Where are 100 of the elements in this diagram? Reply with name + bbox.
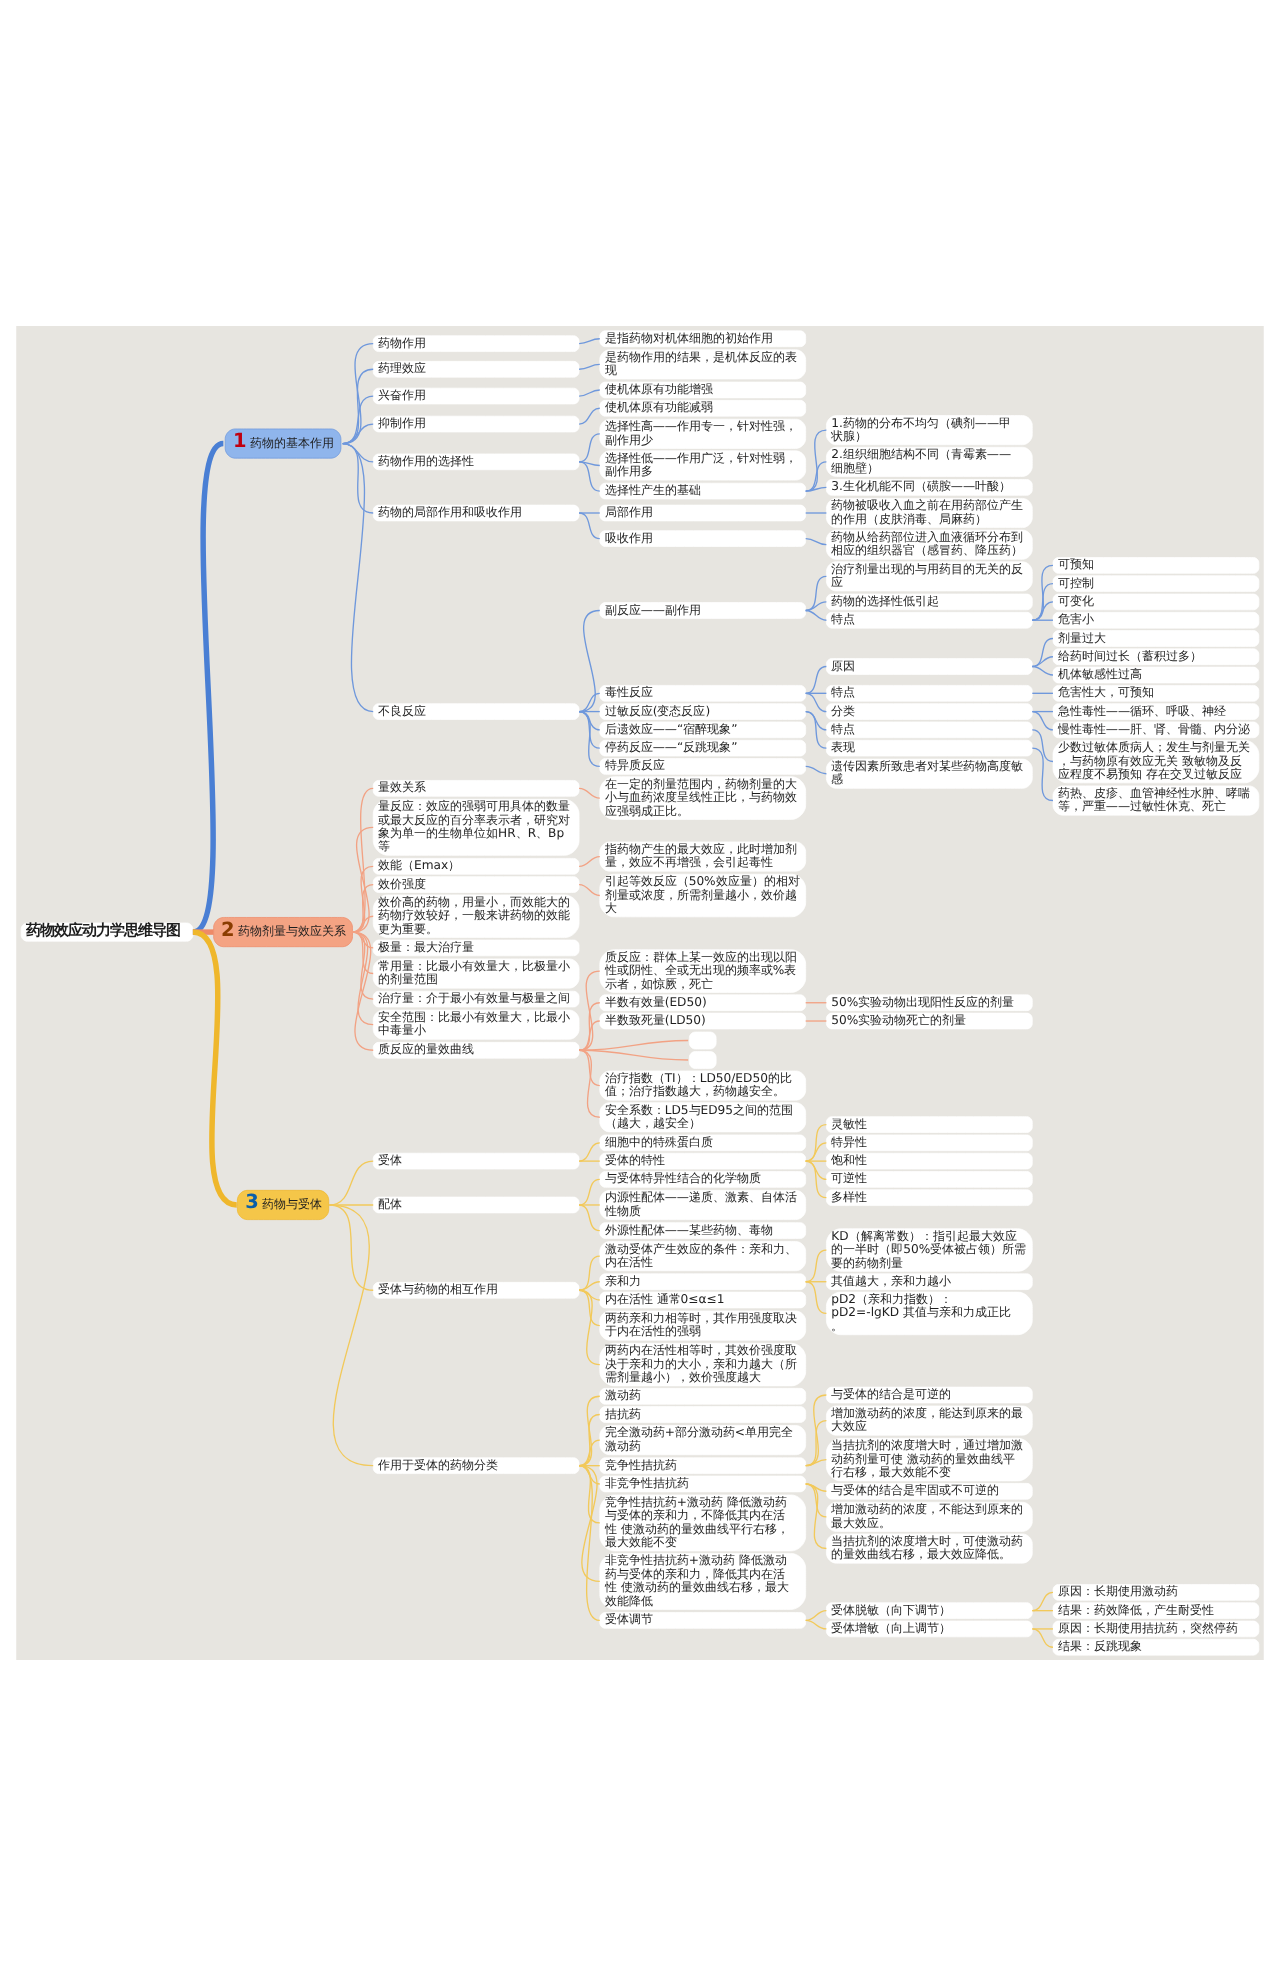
connector [578,460,601,466]
connector [805,1393,828,1466]
node-box [688,1030,717,1049]
connector [578,709,601,748]
connector [578,709,601,730]
connector [805,691,828,693]
node-box [688,1050,717,1068]
connector [578,362,601,369]
connector [351,864,374,932]
connector [191,928,238,1207]
connector [351,825,374,932]
connector [578,1288,601,1365]
connector [578,1001,601,1050]
connector [1031,664,1054,675]
connector [342,394,374,444]
connector [1031,1609,1054,1611]
connector [578,511,601,539]
connector [1031,709,1054,730]
connector [1031,1590,1054,1611]
connector [578,511,601,513]
connector [351,930,374,999]
connector [805,664,828,693]
connector [192,928,214,934]
connector [1031,728,1054,762]
connector [1031,746,1054,801]
connector [578,1048,601,1117]
connector [1031,582,1054,620]
connector [351,930,374,1050]
connector [805,1159,828,1198]
connector [578,1159,601,1161]
connector [805,709,828,748]
connector [578,1464,601,1621]
connector [805,1609,828,1621]
connector [328,1159,374,1205]
connector [1031,1627,1054,1647]
connector [351,914,374,932]
connector [342,422,374,444]
connector [578,388,601,396]
connector [578,1464,601,1466]
connector [1031,709,1054,712]
connector [578,854,601,866]
connector [578,1141,601,1161]
connector [1031,691,1054,693]
connector [578,709,601,712]
connector [578,786,601,798]
connector [805,1482,828,1549]
connector [578,1048,601,1086]
connector [578,1177,601,1205]
connector [1031,618,1054,620]
connector [578,969,601,1050]
connector [805,1019,828,1021]
connector [805,1159,828,1180]
connector [805,1482,828,1491]
connector [805,1280,828,1282]
connector [578,1438,601,1466]
connector [578,432,601,462]
connector [805,691,828,712]
connector [1031,655,1054,667]
connector [805,1248,828,1282]
connector [805,1418,828,1466]
connector [1031,563,1054,620]
connector [805,608,828,620]
connector [805,1122,828,1161]
connector [578,1412,601,1466]
connector [1031,600,1054,620]
connector [1031,636,1054,667]
connector [342,342,374,444]
connector [578,691,601,712]
connector [578,406,601,424]
connector [351,930,374,1025]
connector [805,460,828,491]
connector [805,1482,828,1517]
connector [805,600,828,611]
connector [328,1203,374,1466]
connector [805,1280,828,1314]
connector [578,460,601,491]
connector [191,440,226,934]
connector [805,1001,828,1003]
connector [351,786,374,932]
connector [805,536,828,545]
connector [805,485,828,491]
connector [805,1457,828,1466]
connector [578,1394,601,1466]
connector [805,709,828,730]
connector [328,1203,374,1205]
connector [805,1618,828,1629]
connector [578,1464,601,1582]
connector [805,428,828,491]
connector [578,1464,601,1523]
connector [805,1159,828,1161]
connector [578,882,601,896]
connector [578,1464,601,1484]
connector [578,1203,601,1205]
connector [805,511,828,513]
connector [805,764,828,774]
connector [1031,1627,1054,1629]
connector [805,1141,828,1161]
connector [342,367,374,444]
connector [578,1280,601,1290]
connector [351,930,374,974]
